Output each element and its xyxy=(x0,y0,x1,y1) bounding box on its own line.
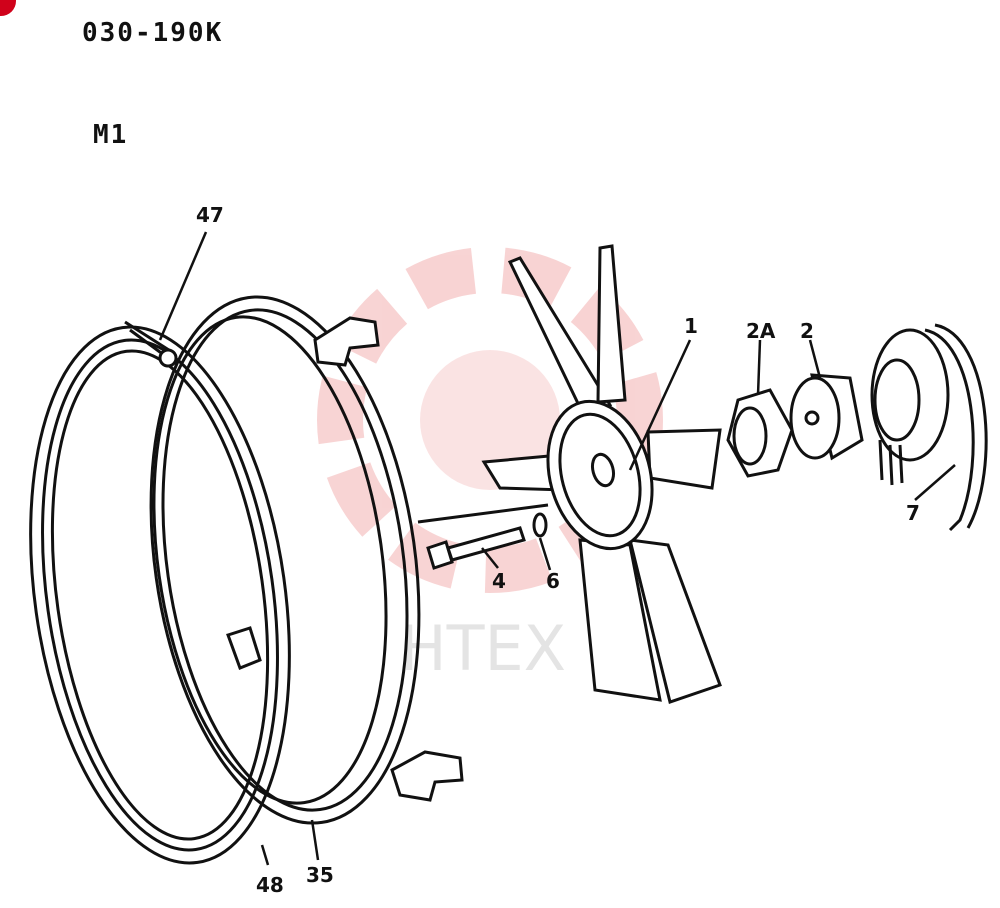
bolt-4 xyxy=(417,503,549,570)
pulley-with-belt-7 xyxy=(870,323,988,532)
spacer-2 xyxy=(789,373,864,461)
document-code: 030-190K xyxy=(82,18,224,48)
ring-48 xyxy=(29,325,291,865)
mounting-brackets xyxy=(226,316,464,802)
part-label-47: 47 xyxy=(196,203,224,227)
part-label-6: 6 xyxy=(546,569,560,593)
part-label-35: 35 xyxy=(306,863,334,887)
sheet-id: M1 xyxy=(93,120,129,150)
fan-blade-1 xyxy=(481,244,722,704)
leader-lines xyxy=(158,231,956,866)
part-label-1: 1 xyxy=(684,314,698,338)
shroud-ring-35 xyxy=(149,295,421,825)
hub-2a xyxy=(726,388,794,478)
watermark-text: HTEX xyxy=(400,612,566,685)
clamp-screw-47 xyxy=(124,320,178,368)
part-label-2a: 2A xyxy=(746,319,776,343)
part-label-4: 4 xyxy=(492,569,506,593)
watermark-gear-logo xyxy=(317,247,663,593)
part-label-2: 2 xyxy=(800,319,814,343)
part-label-7: 7 xyxy=(906,501,920,525)
washer-6 xyxy=(532,512,548,538)
part-label-48: 48 xyxy=(256,873,284,897)
